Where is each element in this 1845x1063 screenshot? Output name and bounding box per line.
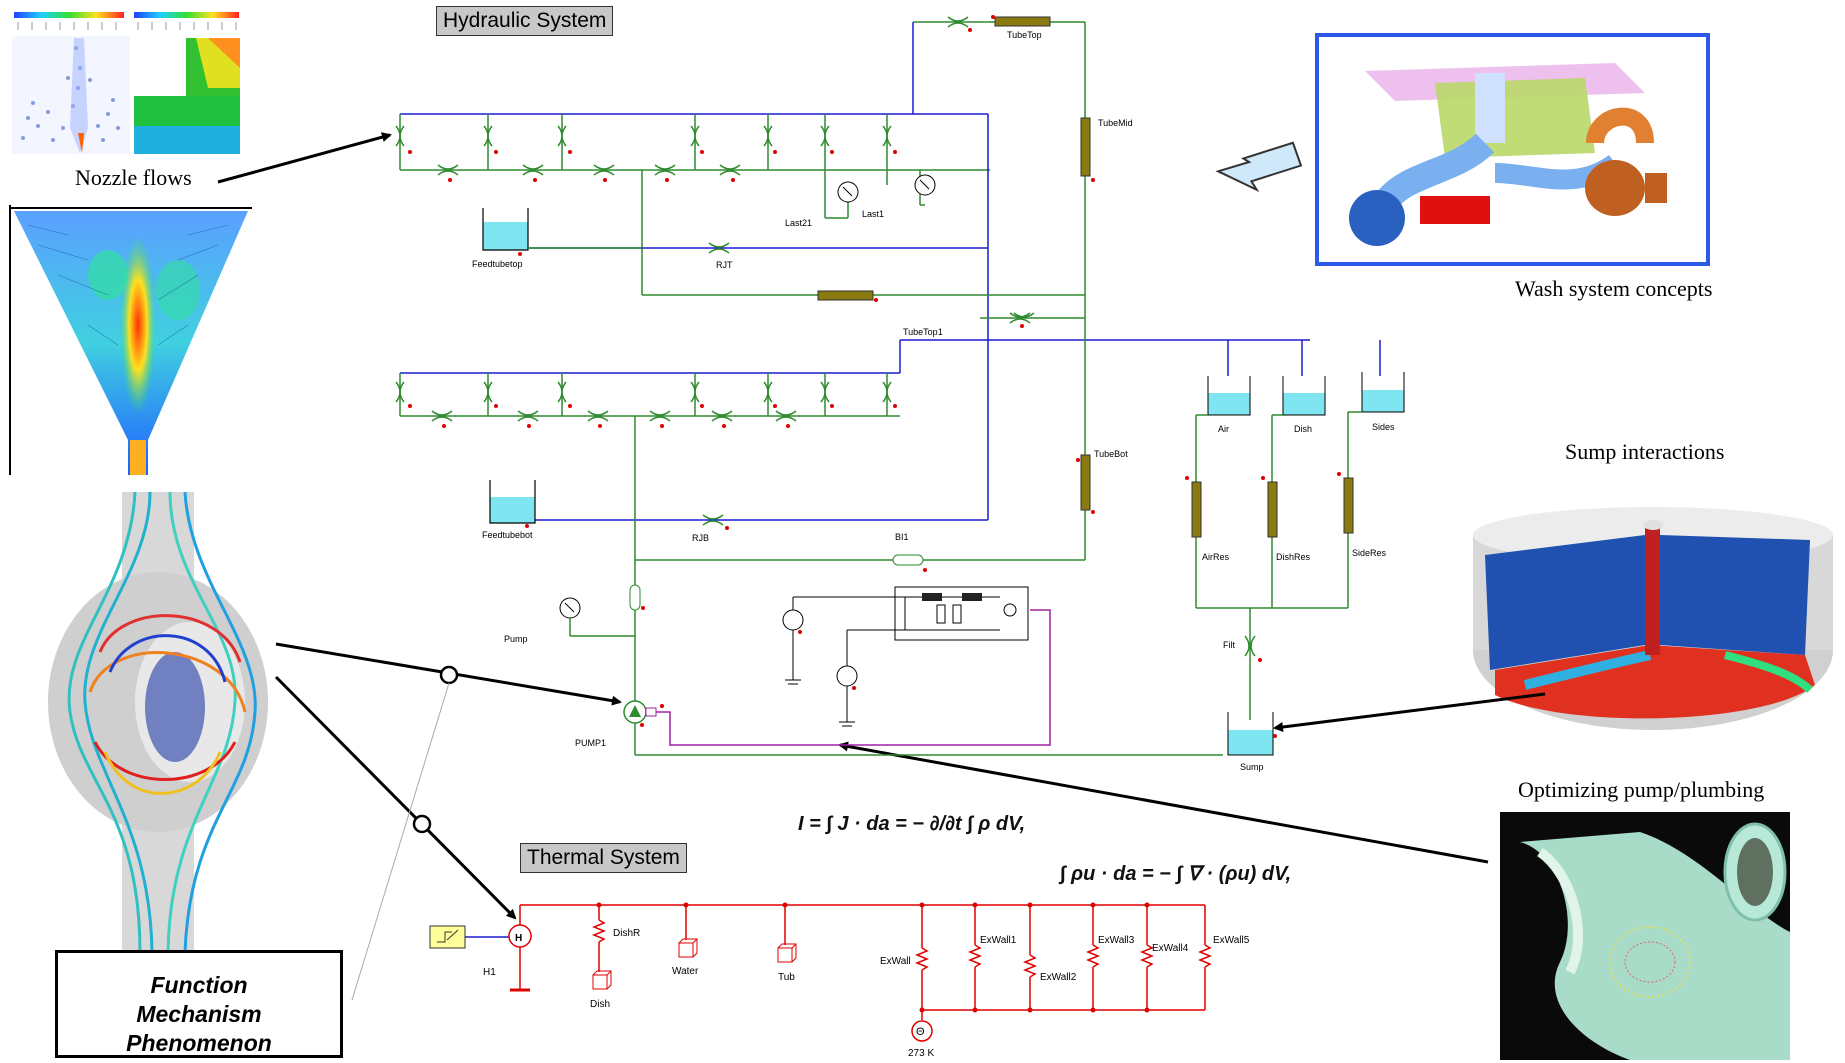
- feedtubetop-label: Feedtubetop: [472, 259, 523, 269]
- exwall4-label: ExWall4: [1152, 943, 1189, 954]
- filt-label: Filt: [1223, 640, 1235, 650]
- filt-element: [1244, 635, 1256, 657]
- port-dots: [408, 15, 1341, 738]
- pump-streamlines-plot: [40, 492, 275, 952]
- rjt-label: RJT: [716, 260, 733, 270]
- sump-interaction-plot: [1473, 507, 1833, 730]
- dish-tank: [1282, 376, 1326, 416]
- pump1-label: PUMP1: [575, 738, 606, 748]
- thin-guide-line: [351, 682, 450, 1001]
- exwall5-label: ExWall5: [1213, 935, 1250, 946]
- wash-system-3d-model: [1315, 33, 1710, 266]
- temperature-label: 273 K: [908, 1048, 934, 1059]
- dish-r-label: DishR: [613, 928, 640, 939]
- tube-top-label: TubeTop: [1007, 30, 1042, 40]
- voltage-source-2-icon: [836, 665, 858, 687]
- thermal-circuit: [510, 904, 1213, 1020]
- tube-top1-label: TubeTop1: [903, 327, 943, 337]
- exwall1-label: ExWall1: [980, 935, 1017, 946]
- nozzle-flows-caption: Nozzle flows: [75, 165, 192, 190]
- thermal-system-title: Thermal System: [520, 843, 687, 873]
- fmp-line-function: Function: [150, 972, 248, 998]
- pump-inline-element: [629, 584, 641, 611]
- voltage-source-1-icon: [782, 609, 804, 631]
- arrow-sump-to-sump: [1273, 692, 1546, 732]
- air-res-label: AirRes: [1202, 552, 1230, 562]
- nozzle-flow-plot: [12, 12, 240, 154]
- tub-label: Tub: [778, 972, 795, 983]
- water-mass-icon: [678, 938, 698, 958]
- h1-label: H1: [483, 967, 496, 978]
- feedtubebot-tank: [489, 480, 536, 524]
- air-tank: [1207, 376, 1251, 416]
- sump-tank: [1227, 712, 1274, 756]
- dish-mass-icon: [592, 970, 612, 990]
- svg-text:I = ∫ J · da = − ∂/∂t ∫ ρ dV,: I = ∫ J · da = − ∂/∂t ∫ ρ dV,: [798, 813, 1025, 835]
- rjb-label: RJB: [692, 533, 709, 543]
- sides-tank: [1361, 372, 1405, 413]
- tube-mid-pipe: [1080, 117, 1091, 177]
- side-res-label: SideRes: [1352, 548, 1387, 558]
- temperature-source-icon: [911, 1020, 933, 1042]
- heater-h-label: H: [515, 933, 522, 944]
- tube-bot-label: TubeBot: [1094, 449, 1128, 459]
- sides-label: Sides: [1372, 422, 1395, 432]
- exwall2-label: ExWall2: [1040, 972, 1077, 983]
- last1-label: Last1: [862, 209, 884, 219]
- bi1-element: [892, 554, 924, 566]
- wash-system-caption: Wash system concepts: [1515, 276, 1713, 301]
- theta-label: Θ: [916, 1026, 925, 1038]
- fmp-line-mechanism: Mechanism: [136, 1001, 262, 1027]
- h1-control-block: [429, 925, 466, 949]
- dish-res-pipe: [1267, 481, 1278, 538]
- function-mechanism-box: Function Mechanism Phenomenon: [55, 950, 343, 1058]
- equation-image: I = ∫ J · da = − ∂/∂t ∫ ρ dV, ∫ ρu · da …: [798, 813, 1291, 885]
- dish-tank-label: Dish: [1294, 424, 1312, 434]
- exwall-label: ExWall: [880, 956, 911, 967]
- svg-text:∫ ρu · da = − ∫ ∇ · (ρu) dV,: ∫ ρu · da = − ∫ ∇ · (ρu) dV,: [1058, 863, 1291, 885]
- exwall3-label: ExWall3: [1098, 935, 1135, 946]
- dish-res-label: DishRes: [1276, 552, 1311, 562]
- pump-label: Pump: [504, 634, 528, 644]
- upper-return-pipe: [817, 290, 874, 301]
- thermal-nodes: [596, 902, 1150, 1013]
- arrow-joint-1: [439, 665, 459, 685]
- tub-mass-icon: [777, 943, 797, 963]
- air-res-pipe: [1191, 481, 1202, 538]
- triangle-flow-plot: [8, 205, 256, 475]
- sump-label: Sump: [1240, 762, 1264, 772]
- hydraulic-system-title: Hydraulic System: [436, 6, 614, 36]
- feedtubetop-tank: [482, 208, 529, 251]
- feedtubebot-label: Feedtubebot: [482, 530, 533, 540]
- sump-interactions-caption: Sump interactions: [1565, 439, 1725, 464]
- pipe-flow-plot: [1500, 812, 1790, 1060]
- heater-icon: [508, 924, 532, 948]
- side-res-pipe: [1343, 477, 1354, 534]
- upper-manifold: [399, 21, 1086, 340]
- tube-bot-pipe: [1080, 454, 1091, 511]
- last21-label: Last21: [785, 218, 812, 228]
- tube-top-pipe: [994, 16, 1051, 27]
- lower-nozzles: [395, 312, 1035, 526]
- arrow-joint-2: [412, 814, 432, 834]
- pump-plumbing-caption: Optimizing pump/plumbing: [1518, 777, 1765, 802]
- tube-mid-label: TubeMid: [1098, 118, 1133, 128]
- arrow-pipe-to-line: [838, 741, 1489, 864]
- air-label: Air: [1218, 424, 1229, 434]
- dish-mass-label: Dish: [590, 999, 610, 1010]
- bi1-label: BI1: [895, 532, 909, 542]
- water-label: Water: [672, 966, 699, 977]
- arrow-pump-to-heater: [274, 675, 517, 920]
- fmp-line-phenomenon: Phenomenon: [126, 1030, 272, 1056]
- arrow-nozzle-to-hydraulic: [217, 132, 392, 184]
- wash-system-arrow-icon: [1215, 141, 1303, 193]
